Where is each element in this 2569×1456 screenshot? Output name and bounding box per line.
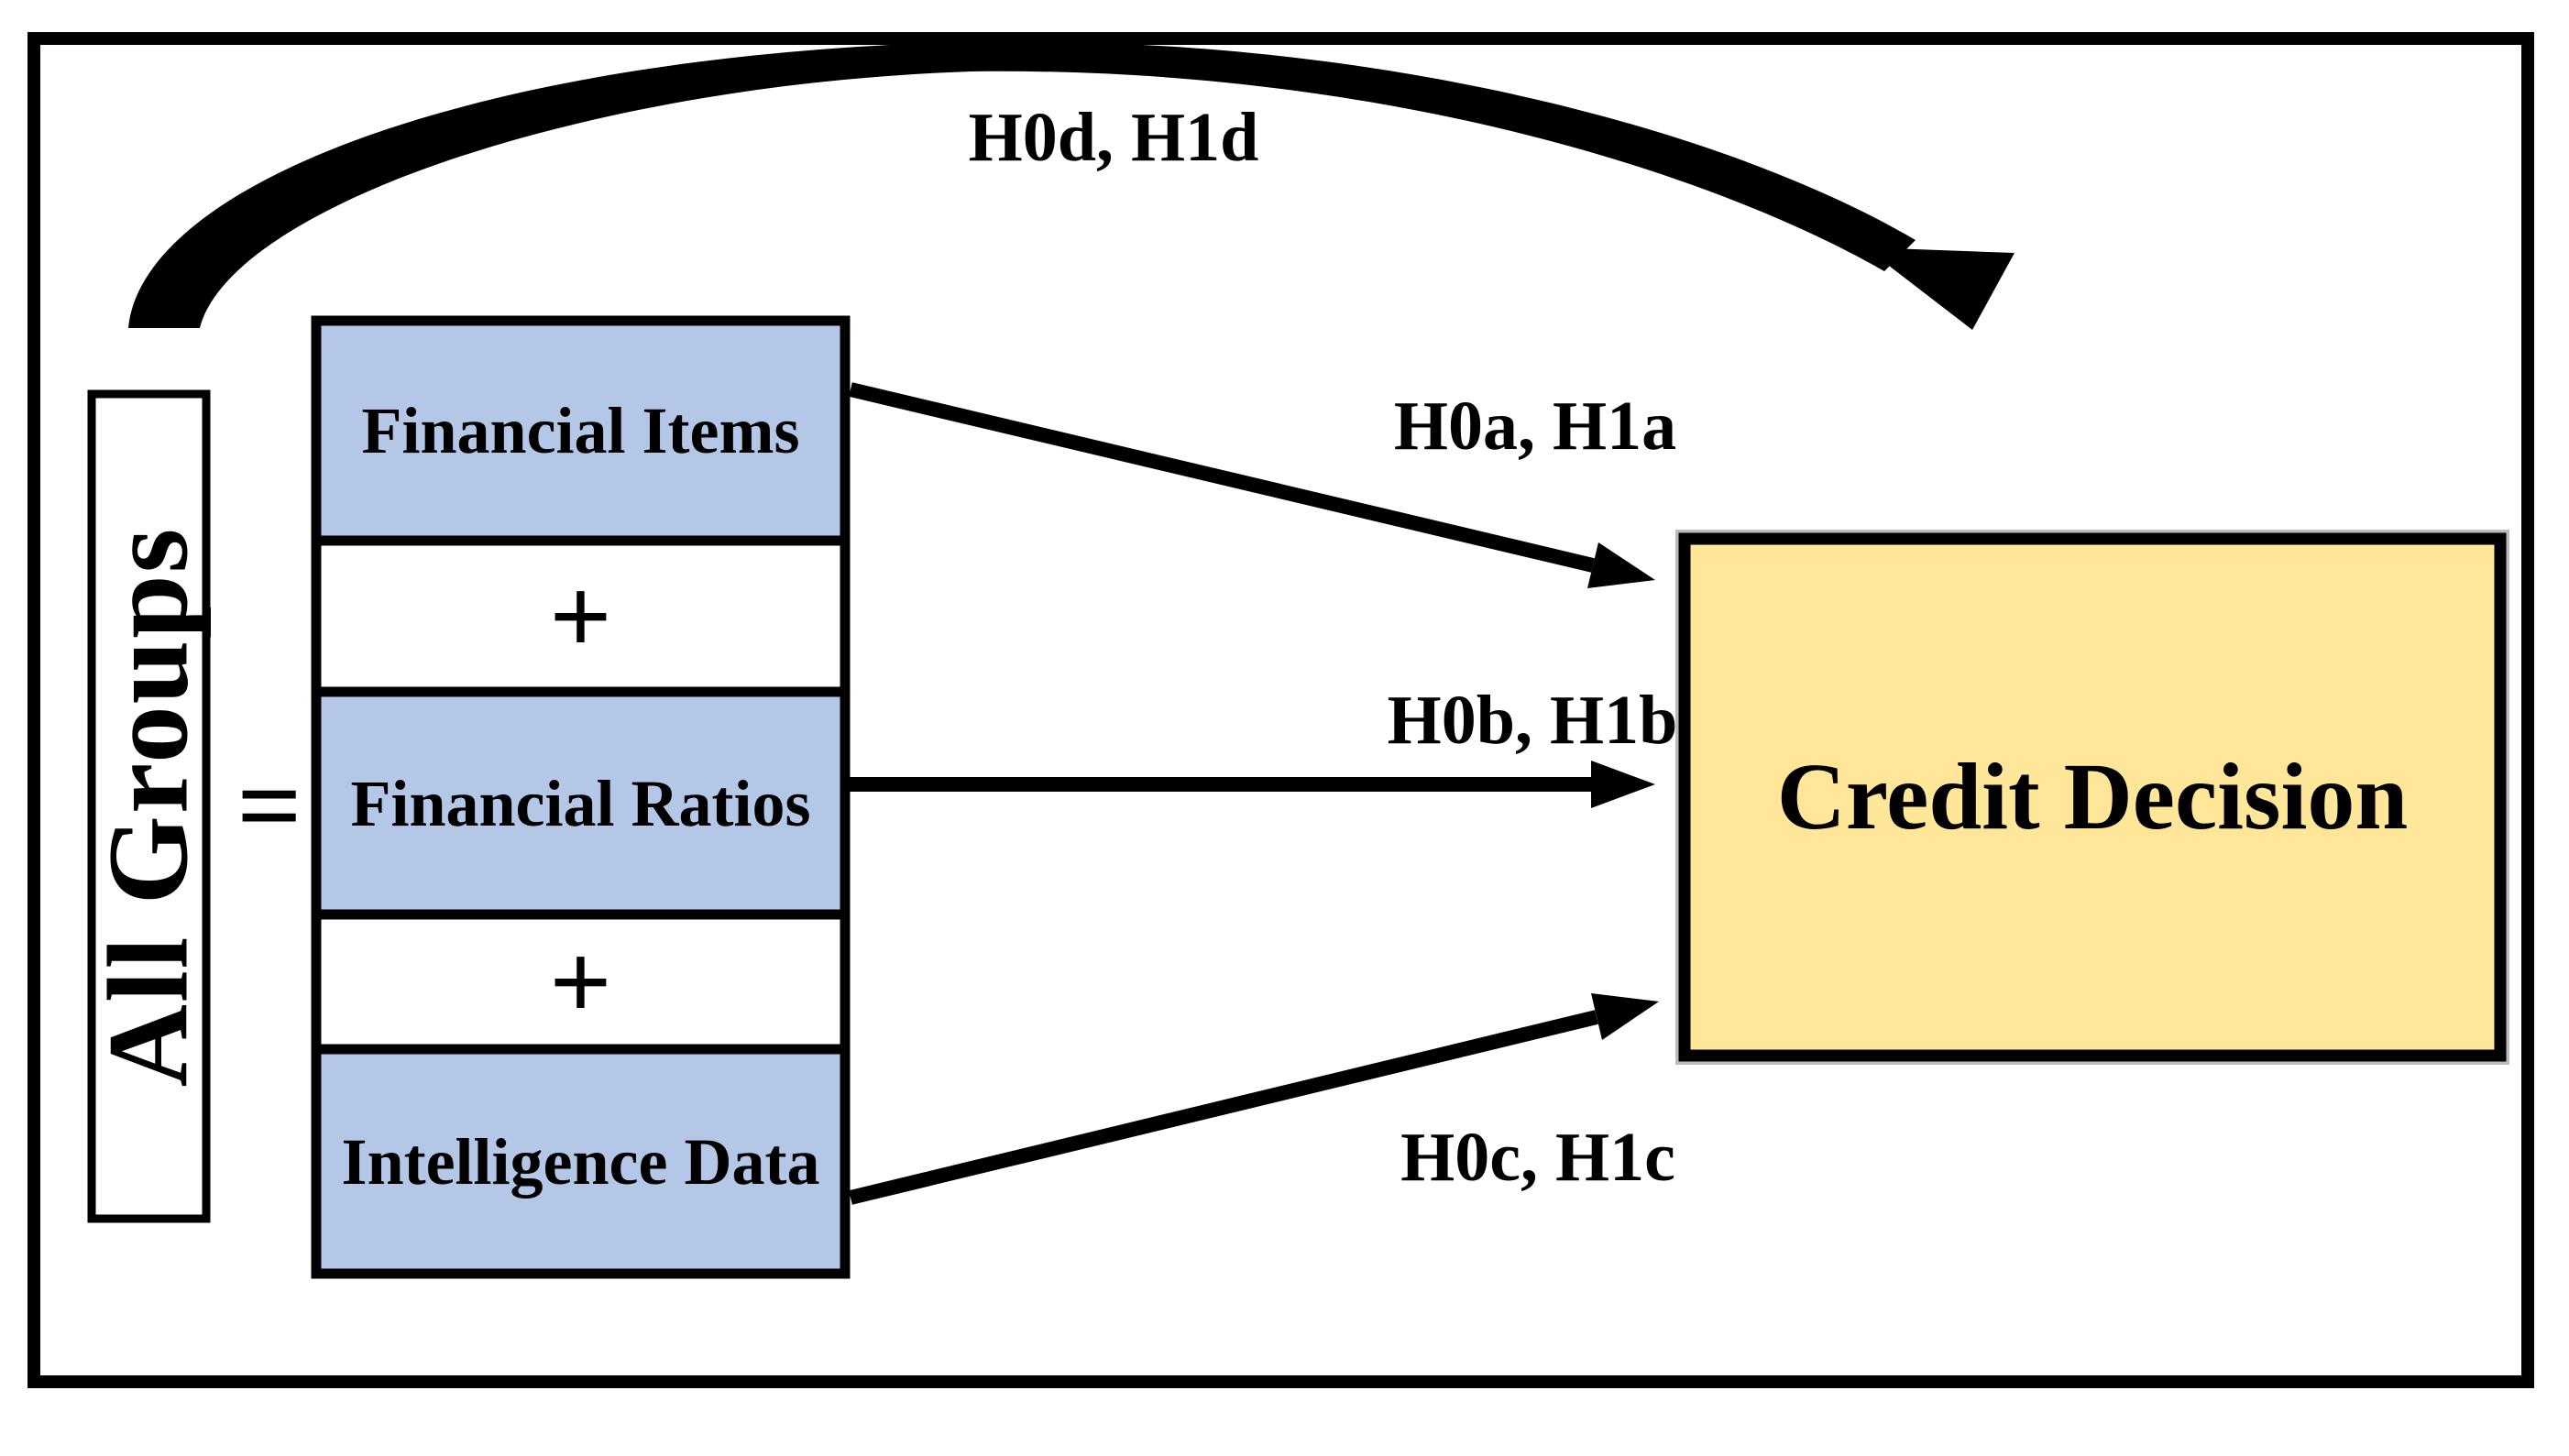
equals-sign: = xyxy=(236,743,302,870)
curved-arrow-head xyxy=(1865,247,2015,330)
all-groups-label: All Groups xyxy=(85,394,212,1219)
credit-decision-shadow xyxy=(1675,530,2509,1065)
credit-decision-label: Credit Decision xyxy=(1776,744,2409,849)
credit-decision-box xyxy=(1678,532,2507,1062)
all-groups-text: All Groups xyxy=(85,526,212,1087)
plus-sign-1: + xyxy=(549,554,612,677)
hypothesis-label-h0a-h1a: H0a, H1a xyxy=(1393,388,1677,465)
plus-sign-2: + xyxy=(549,920,612,1043)
outer-frame xyxy=(27,32,2534,1388)
all-groups-box xyxy=(87,389,211,1223)
intelligence-data-box xyxy=(311,1044,851,1279)
arrow-a-head xyxy=(1587,542,1655,588)
curved-arrow-band xyxy=(128,41,1916,329)
intelligence-data-label: Intelligence Data xyxy=(341,1124,820,1199)
arrow-a-shaft xyxy=(849,382,1595,573)
plus-box-1 xyxy=(311,535,851,697)
hypothesis-label-h0d-h1d: H0d, H1d xyxy=(968,99,1259,176)
financial-items-label: Financial Items xyxy=(361,394,800,467)
arrow-c-shaft xyxy=(849,1010,1598,1205)
hypothesis-label-h0c-h1c: H0c, H1c xyxy=(1400,1119,1675,1196)
arrow-c-head xyxy=(1591,993,1659,1040)
arrow-b-head xyxy=(1591,761,1655,808)
financial-ratios-label: Financial Ratios xyxy=(350,766,811,840)
financial-ratios-box xyxy=(311,686,851,920)
hypothesis-label-h0b-h1b: H0b, H1b xyxy=(1387,682,1678,759)
